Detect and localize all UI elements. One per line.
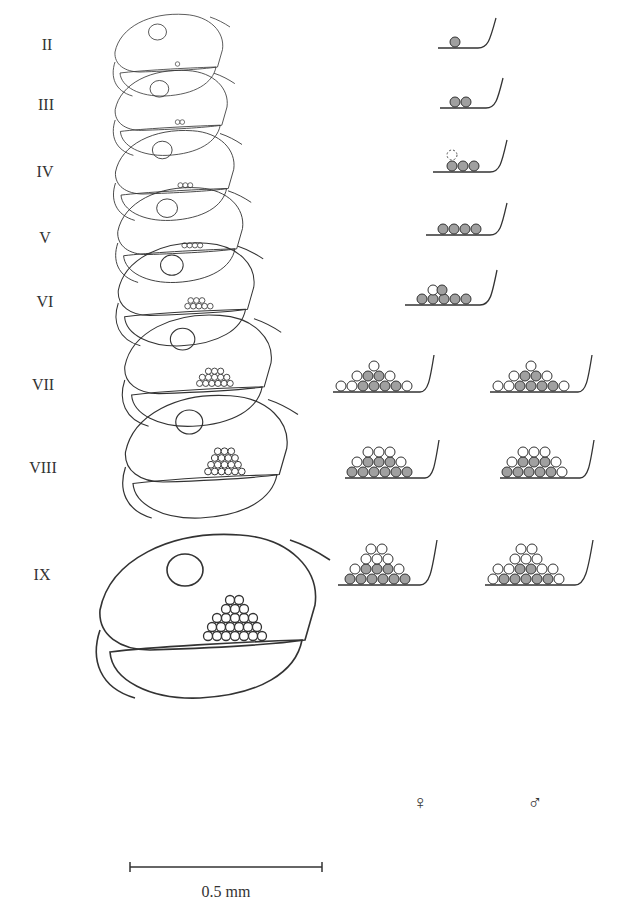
stage-numeral: VI xyxy=(37,294,54,310)
stage-numeral: IX xyxy=(34,567,51,583)
stage-numeral: IV xyxy=(37,164,54,180)
sex-symbol: ♀ xyxy=(413,792,428,812)
stage-numeral: V xyxy=(39,230,51,246)
sex-symbol: ♂ xyxy=(528,792,543,812)
scale-label: 0.5 mm xyxy=(202,884,251,900)
stage-numeral: VIII xyxy=(29,460,57,476)
stage-numeral: VII xyxy=(32,377,54,393)
stage-numeral: II xyxy=(42,37,53,53)
stage-numeral: III xyxy=(38,97,54,113)
